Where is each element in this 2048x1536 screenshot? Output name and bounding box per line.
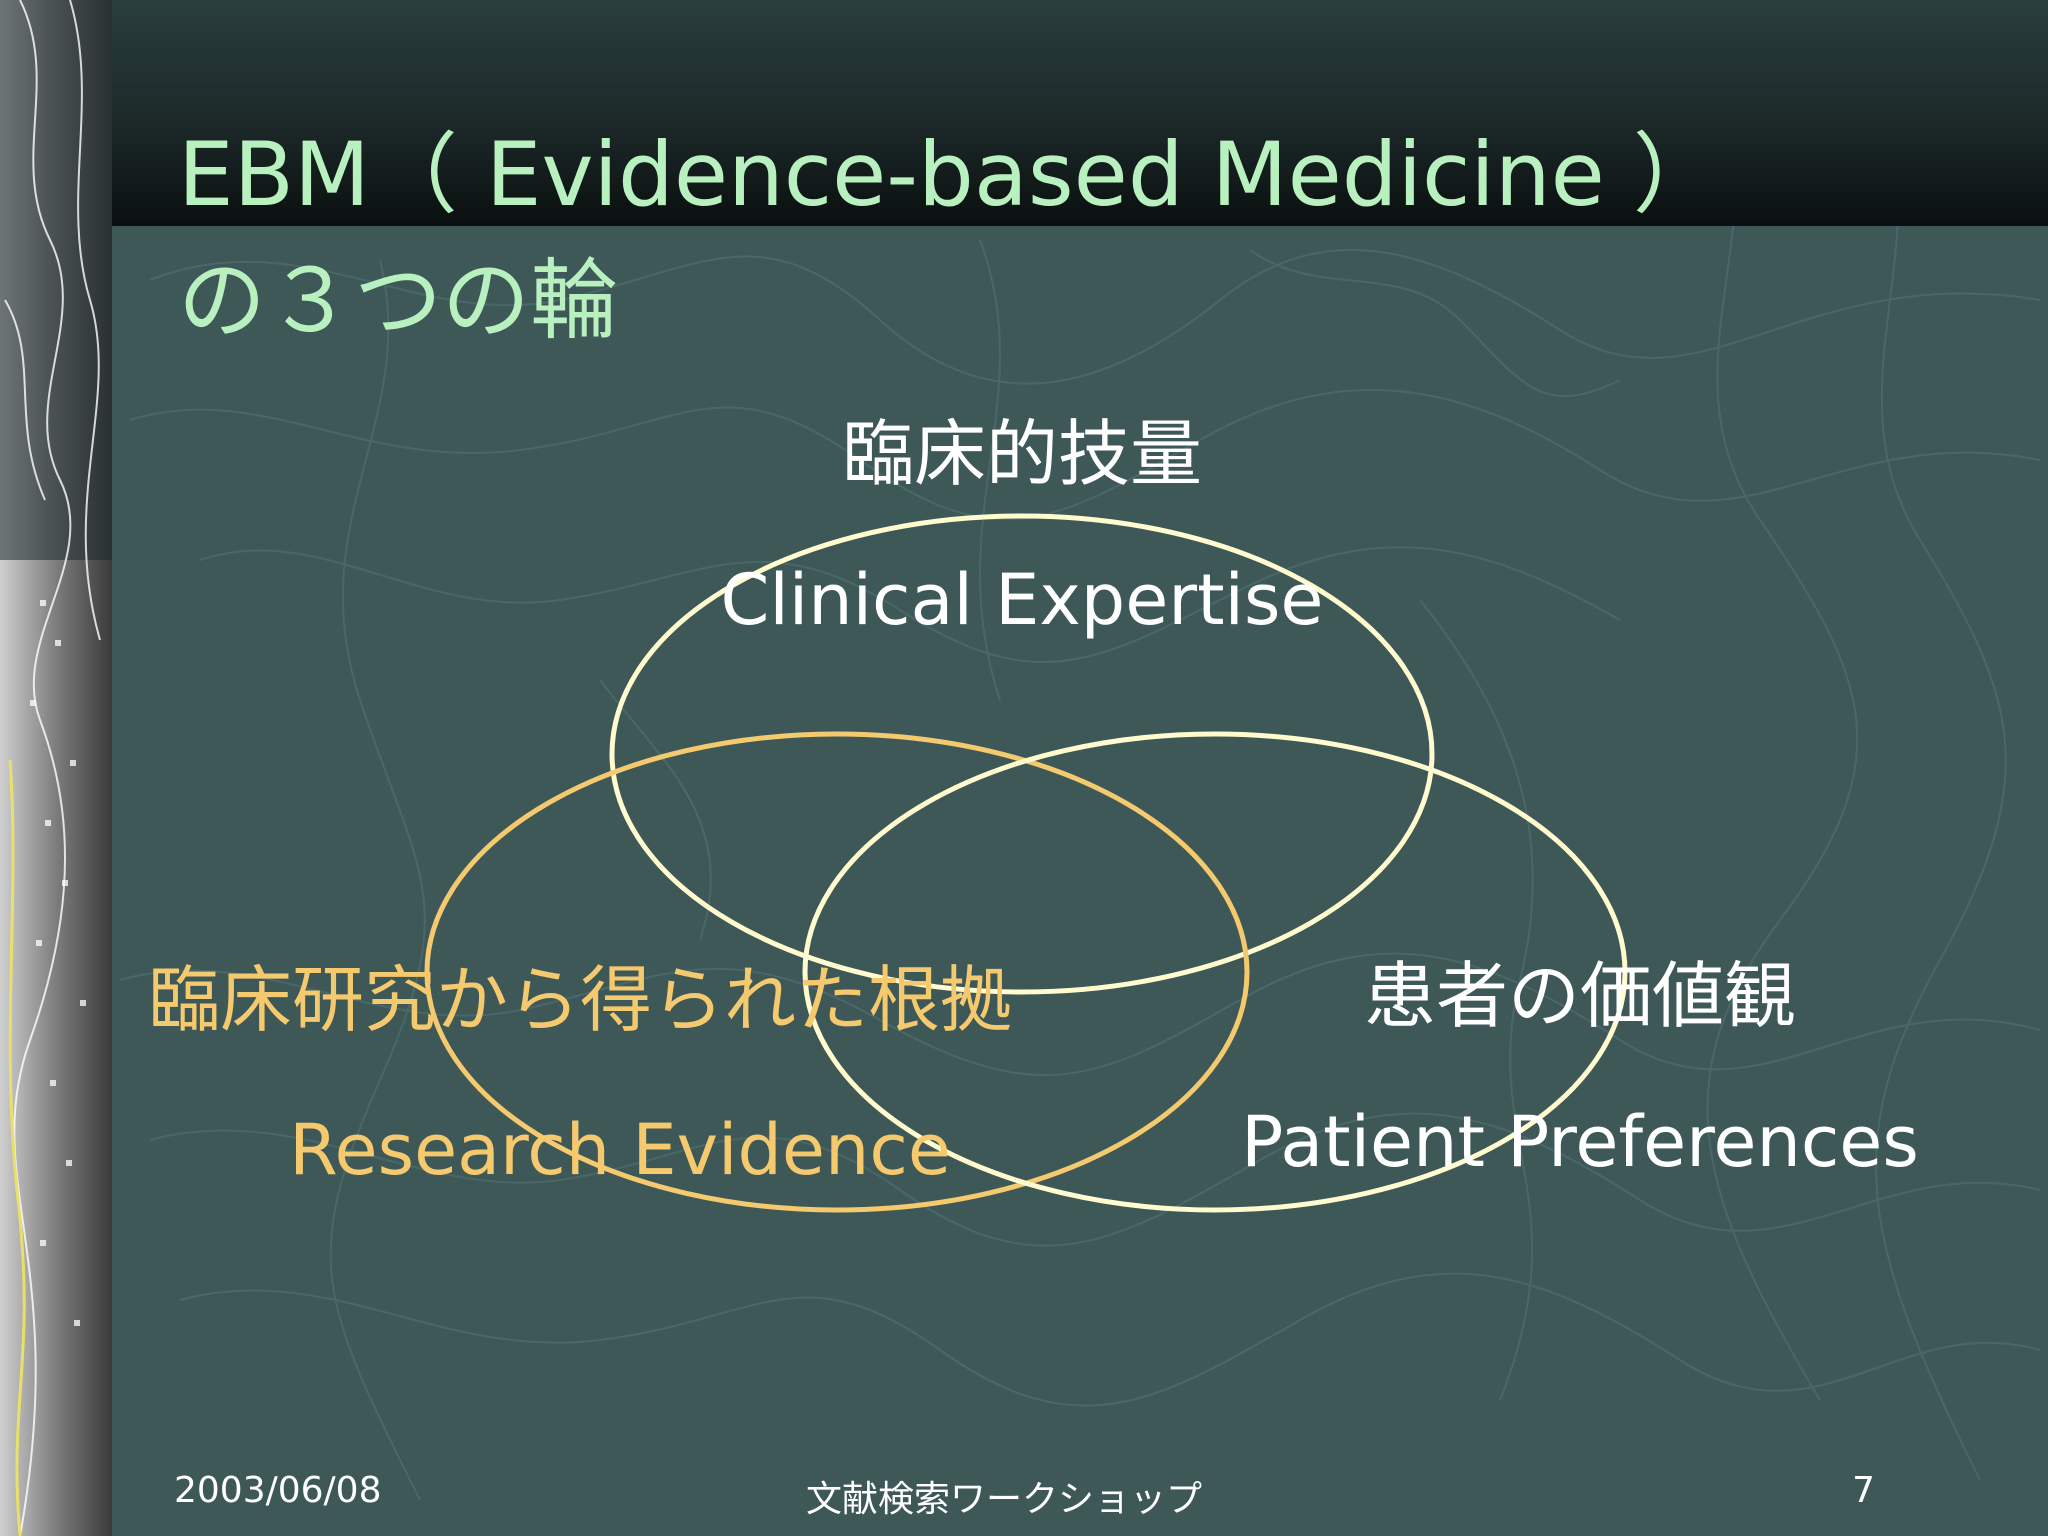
page-number: 7: [1852, 1470, 1875, 1511]
research-evidence-label-en: Research Evidence: [289, 1109, 951, 1191]
slide-title: EBM（ Evidence-based Medicine ） の３つの輪: [178, 112, 1978, 364]
circle-research-evidence: [424, 731, 1250, 1213]
patient-preferences-label-jp: 患者の価値観: [1363, 954, 1796, 1038]
footer-date: 2003/06/08: [174, 1470, 382, 1511]
decorative-side-strip: [0, 0, 112, 1536]
patient-preferences-label-en: Patient Preferences: [1241, 1101, 1919, 1183]
circle-clinical-expertise: [609, 513, 1435, 995]
circle-patient-preferences: [802, 731, 1628, 1213]
research-evidence-label-jp: 臨床研究から得られた根拠: [148, 958, 1013, 1042]
clinical-expertise-label-en: Clinical Expertise: [720, 559, 1324, 641]
title-line-2: の３つの輪: [178, 249, 619, 352]
clinical-expertise-label-jp: 臨床的技量: [841, 412, 1202, 496]
title-line-1: EBM（ Evidence-based Medicine ）: [178, 123, 1721, 226]
header-band: [0, 0, 2048, 226]
footer-title: 文献検索ワークショップ: [806, 1479, 1203, 1520]
